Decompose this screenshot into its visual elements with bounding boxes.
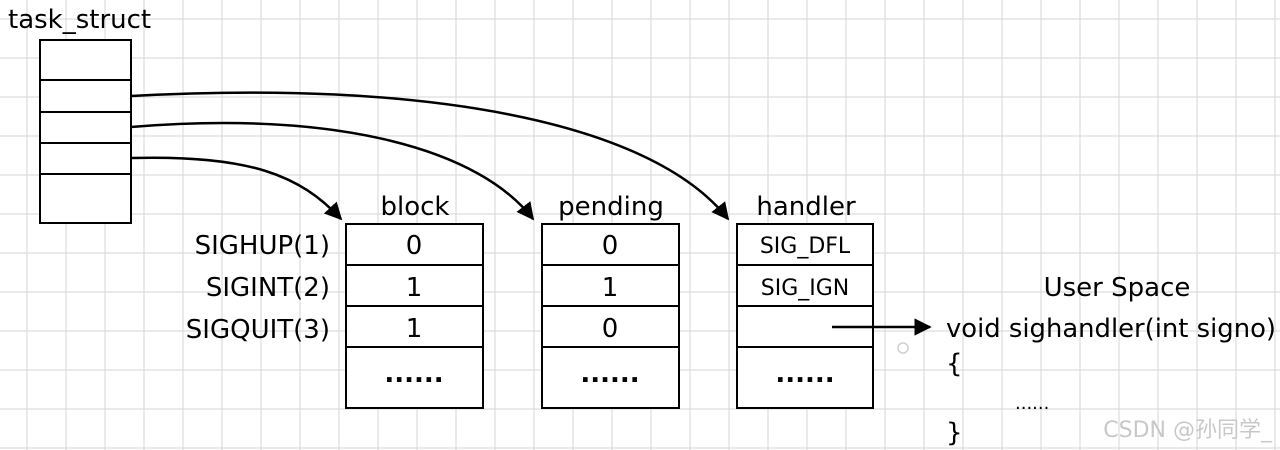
user-space-title: User Space <box>1044 273 1191 303</box>
watermark: CSDN @孙同学_ <box>1103 418 1273 443</box>
signal-label-sigint: SIGINT(2) <box>206 273 330 303</box>
pending-cell-sigquit: 0 <box>602 314 619 344</box>
handler-signature: void sighandler(int signo) <box>946 314 1276 344</box>
block-title: block <box>381 192 450 222</box>
pending-table <box>541 223 680 409</box>
handler-title: handler <box>756 192 856 222</box>
handler-cell-more: ...... <box>775 359 834 389</box>
block-cell-sigint: 1 <box>406 273 423 303</box>
pending-cell-sigint: 1 <box>602 273 619 303</box>
pending-cell-sighup: 0 <box>602 231 619 261</box>
block-cell-sighup: 0 <box>406 231 423 261</box>
open-brace: { <box>946 349 963 379</box>
block-table <box>345 223 484 409</box>
pending-title: pending <box>558 192 664 222</box>
signal-label-sigquit: SIGQUIT(3) <box>186 315 330 345</box>
block-cell-sigquit: 1 <box>406 314 423 344</box>
pending-cell-more: ...... <box>580 359 639 389</box>
arrow-to-pending <box>130 121 535 221</box>
small-circle-mark <box>897 342 909 354</box>
task-struct-title: task_struct <box>8 5 151 35</box>
arrow-to-block <box>130 156 343 221</box>
handler-cell-sigint: SIG_IGN <box>761 276 850 301</box>
signal-label-sighup: SIGHUP(1) <box>195 231 330 261</box>
task-struct-box <box>39 39 132 224</box>
close-brace: } <box>946 418 963 448</box>
handler-table <box>736 223 874 409</box>
arrow-to-handler <box>130 91 730 221</box>
handler-body: ...... <box>1015 393 1049 414</box>
handler-cell-sighup: SIG_DFL <box>760 234 851 259</box>
block-cell-more: ...... <box>384 359 443 389</box>
